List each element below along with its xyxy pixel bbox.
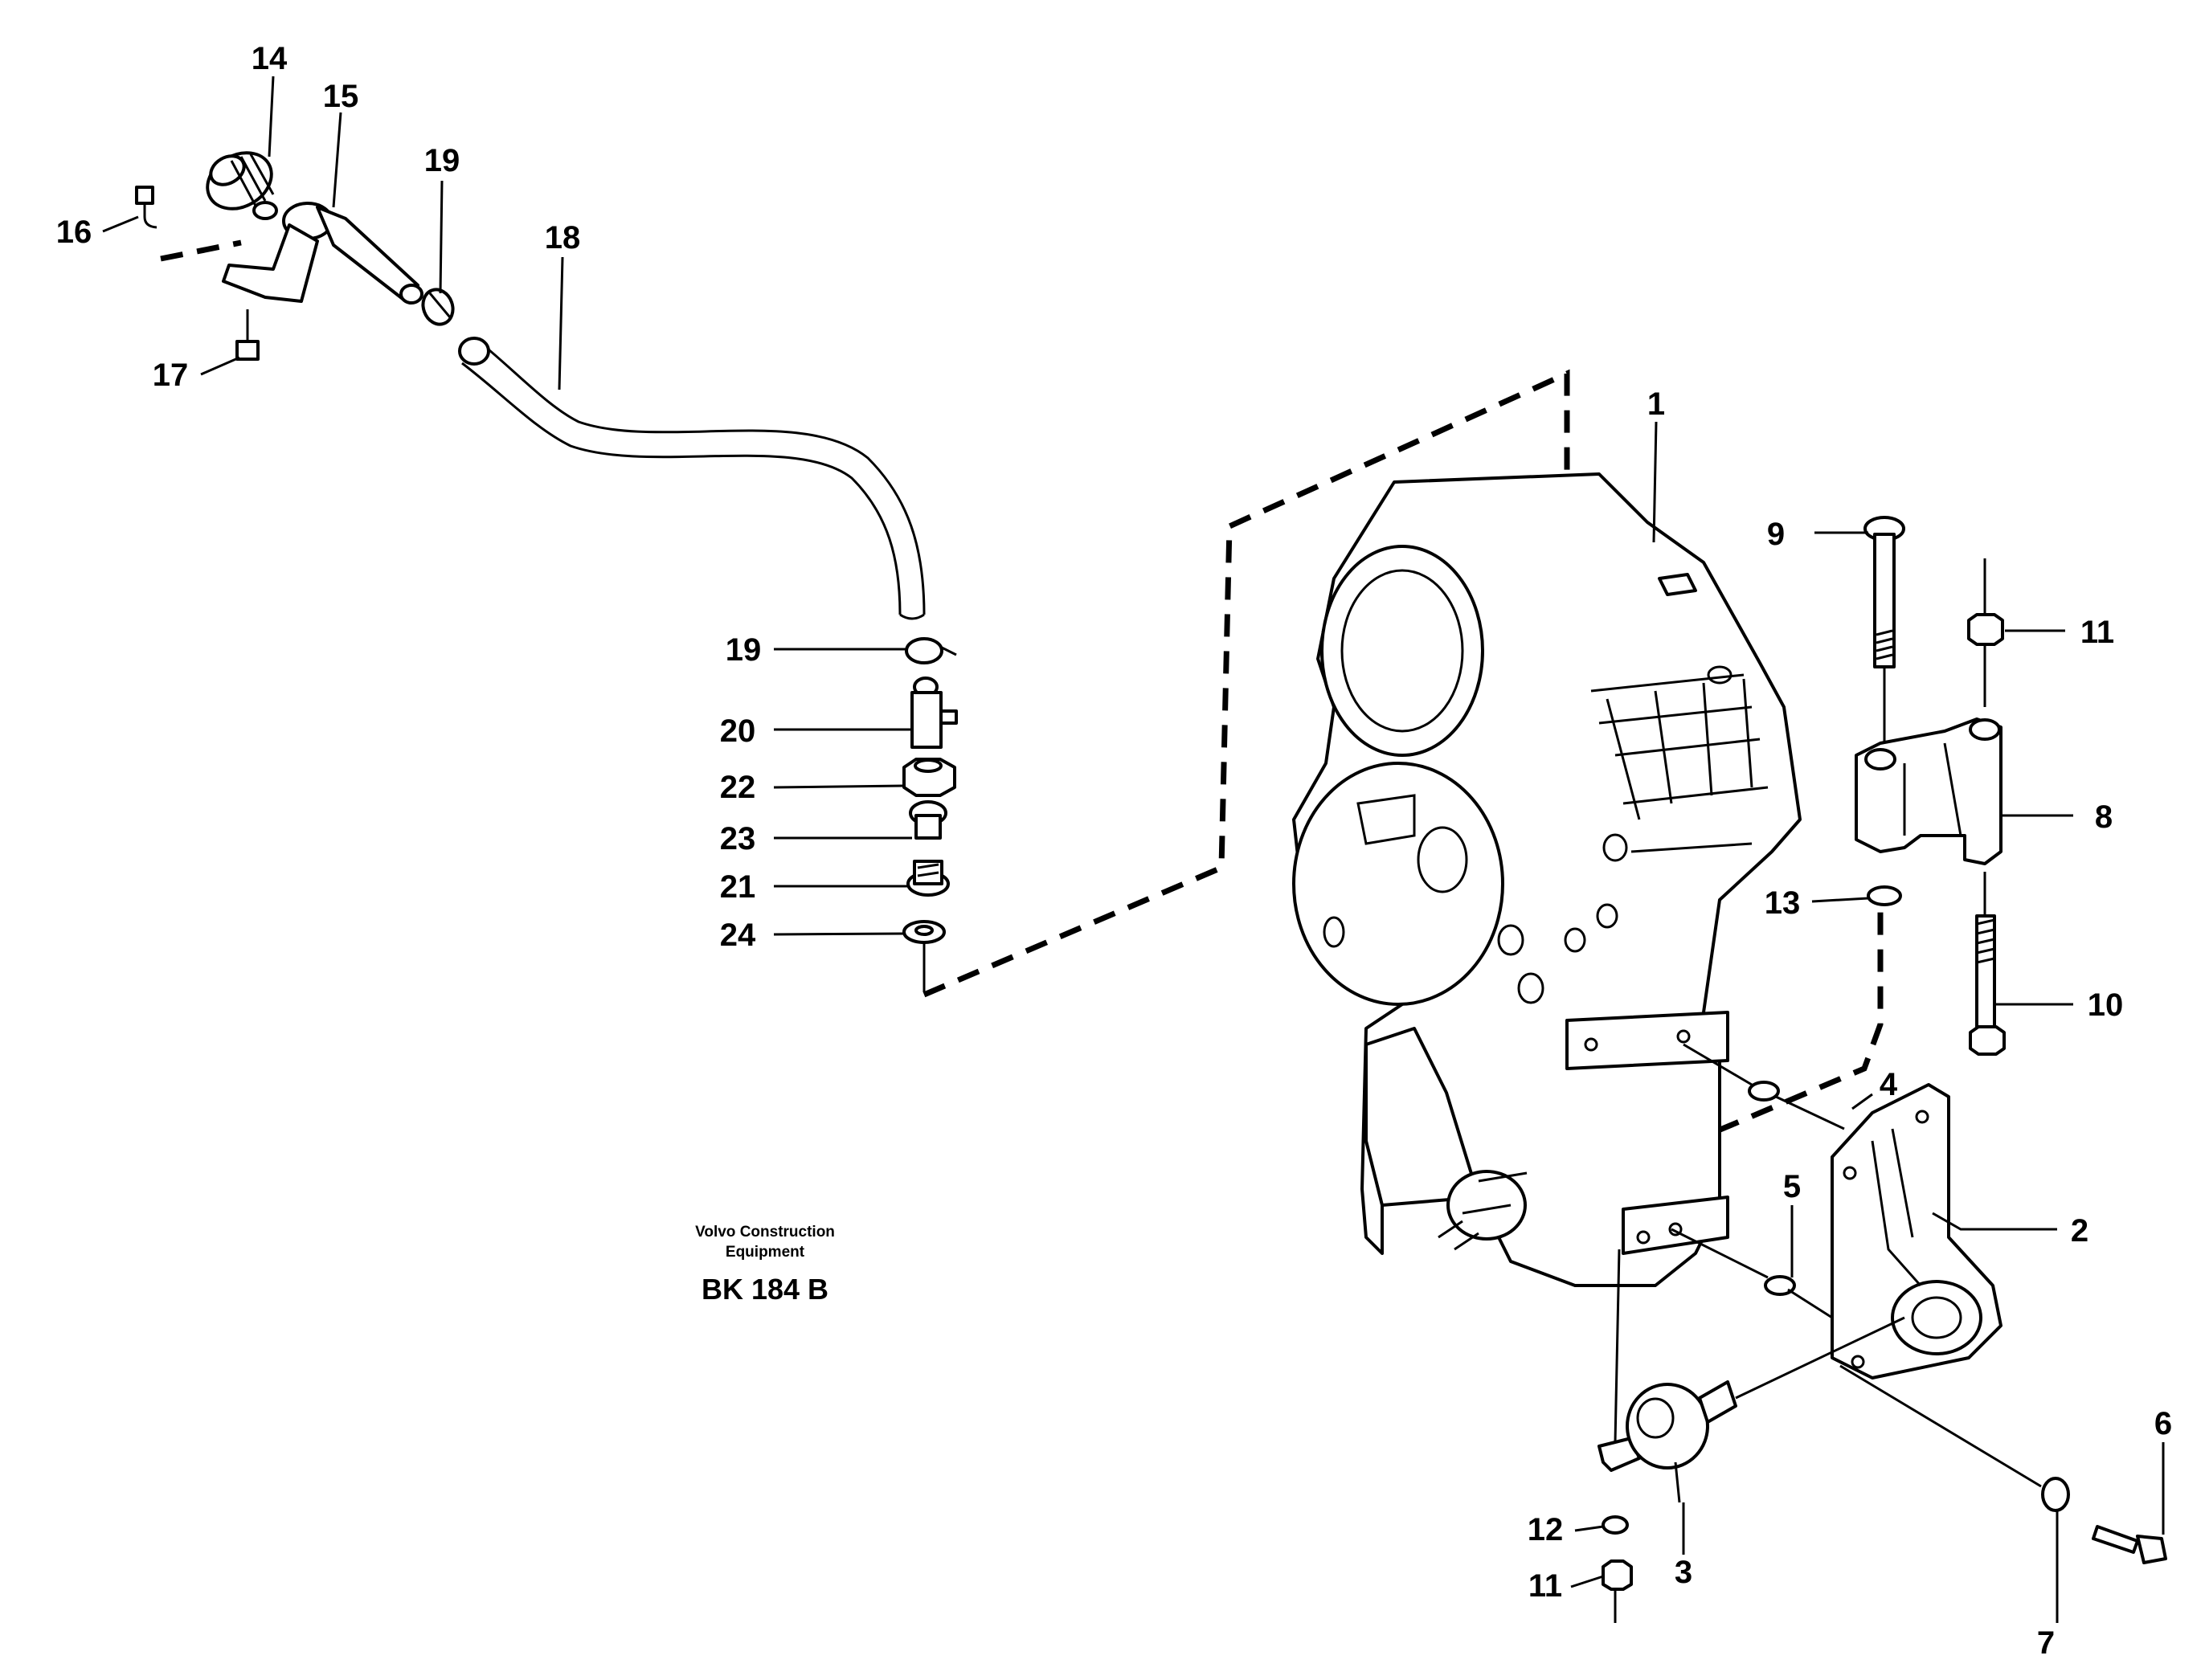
transmission-housing-part bbox=[1292, 472, 1802, 1287]
callout-5: 5 bbox=[1783, 1169, 1801, 1204]
fitting-stack bbox=[902, 637, 958, 992]
washer-part-24 bbox=[902, 920, 946, 944]
callout-19-lower: 19 bbox=[726, 632, 762, 668]
callout-23: 23 bbox=[720, 821, 756, 856]
callout-15: 15 bbox=[323, 79, 359, 114]
breather-assembly bbox=[135, 151, 926, 620]
callout-10: 10 bbox=[2088, 987, 2124, 1023]
callout-4: 4 bbox=[1880, 1067, 1898, 1102]
drawing-code: BK 184 B bbox=[702, 1273, 828, 1306]
callout-12: 12 bbox=[1528, 1512, 1564, 1547]
callout-labels: 14 15 16 17 19 18 1 9 11 8 13 10 4 2 5 6… bbox=[56, 41, 2172, 1661]
callout-11-upper: 11 bbox=[2080, 615, 2114, 650]
engine-mount-plate-part bbox=[1831, 1083, 2002, 1380]
breather-hose-part-inner bbox=[461, 362, 902, 615]
credit-line-1: Volvo Construction bbox=[695, 1224, 835, 1241]
callout-16: 16 bbox=[56, 215, 92, 250]
callout-20: 20 bbox=[720, 713, 756, 749]
washer-part-13 bbox=[1867, 885, 1902, 906]
breather-hose-part bbox=[473, 336, 926, 615]
callout-8: 8 bbox=[2095, 799, 2113, 835]
leader-lines bbox=[102, 76, 2165, 1623]
callout-18: 18 bbox=[545, 220, 581, 255]
bolt-part-6 bbox=[2092, 1525, 2167, 1564]
dowel-pin-part-4 bbox=[1683, 1043, 1845, 1130]
nut-part-17 bbox=[235, 340, 260, 361]
bolt-part-9 bbox=[1863, 516, 1905, 747]
dowel-pin-part-5 bbox=[1671, 1228, 1833, 1319]
breather-cap-part bbox=[206, 151, 278, 220]
callout-6: 6 bbox=[2154, 1406, 2172, 1441]
callout-11-lower: 11 bbox=[1528, 1568, 1562, 1604]
callout-2: 2 bbox=[2071, 1213, 2088, 1249]
credit-line-2: Equipment bbox=[726, 1244, 805, 1261]
nut-part-11-upper bbox=[1967, 558, 2004, 707]
nut-part-11-lower bbox=[1602, 1559, 1633, 1623]
callout-14: 14 bbox=[252, 41, 288, 76]
stud-part-10 bbox=[1969, 872, 2006, 1056]
callout-3: 3 bbox=[1675, 1555, 1692, 1590]
screw-part-16 bbox=[135, 186, 158, 229]
dashed-assembly-line bbox=[160, 239, 242, 262]
callout-13: 13 bbox=[1765, 885, 1801, 921]
callout-21: 21 bbox=[720, 869, 756, 905]
callout-17: 17 bbox=[153, 358, 189, 393]
adapter-nut-part bbox=[902, 758, 956, 797]
callout-9: 9 bbox=[1767, 517, 1785, 552]
elbow-pipe-part bbox=[222, 202, 423, 305]
tee-fitting-part bbox=[910, 676, 958, 749]
credit-block: Volvo Construction Equipment BK 184 B bbox=[695, 1224, 835, 1306]
valve-insert-part bbox=[906, 860, 950, 897]
callout-19-upper: 19 bbox=[424, 143, 460, 178]
callout-24: 24 bbox=[720, 918, 756, 953]
hose-clamp-part-upper bbox=[421, 288, 455, 326]
washer-part-12 bbox=[1602, 1515, 1629, 1535]
mounting-bracket-part bbox=[1855, 717, 2002, 865]
rubber-mount-part bbox=[1598, 1249, 1905, 1503]
hose-clamp-part-lower bbox=[905, 637, 957, 664]
valve-body-part bbox=[909, 800, 947, 840]
callout-7: 7 bbox=[2037, 1625, 2055, 1661]
washer-part-7 bbox=[1839, 1364, 2070, 1512]
callout-22: 22 bbox=[720, 770, 756, 805]
callout-1: 1 bbox=[1647, 386, 1665, 422]
